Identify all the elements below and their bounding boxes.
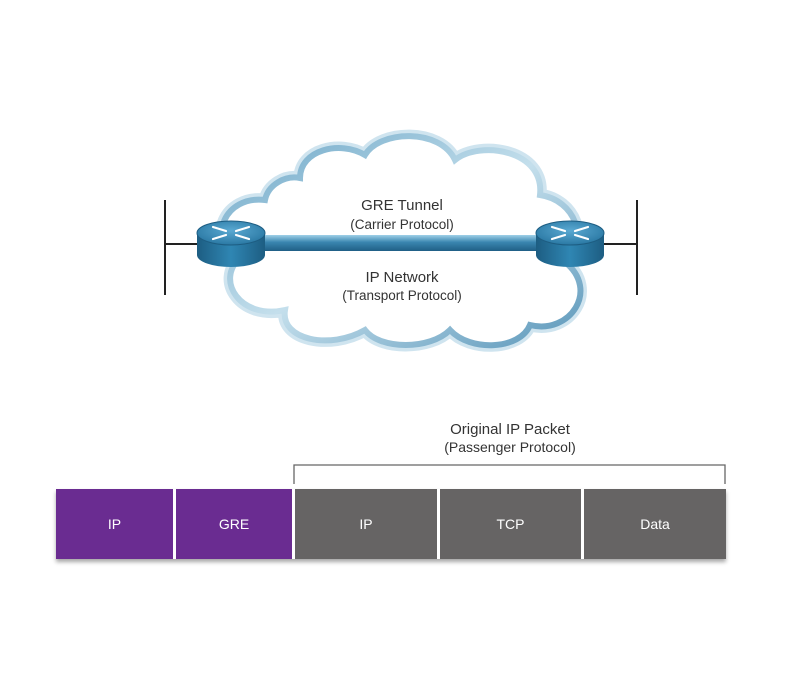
router-icon [535, 220, 605, 267]
ip-network-subtitle: (Transport Protocol) [342, 288, 462, 303]
passenger-bracket [293, 464, 726, 484]
right-network-endpoint [598, 200, 638, 295]
packet-segment-tcp: TCP [440, 489, 581, 559]
original-ip-packet-title: Original IP Packet [450, 421, 571, 438]
router-icon [196, 220, 266, 267]
segment-label: GRE [218, 516, 250, 532]
gre-tunnel-title: GRE Tunnel [361, 197, 443, 214]
packet-segment-outer-ip: IP [56, 489, 173, 559]
packet-segment-data: Data [584, 489, 726, 559]
packet-segment-gre: GRE [176, 489, 292, 559]
ip-network-title: IP Network [365, 269, 439, 286]
gre-tunnel-subtitle: (Carrier Protocol) [350, 217, 454, 232]
segment-label: Data [640, 516, 670, 532]
gre-tunnel-pipe [255, 235, 550, 251]
segment-label: TCP [496, 516, 525, 532]
segment-label: IP [359, 516, 373, 532]
gre-packet: IP GRE IP TCP Data [56, 489, 726, 559]
passenger-protocol-subtitle: (Passenger Protocol) [444, 439, 576, 455]
packet-segment-inner-ip: IP [295, 489, 437, 559]
segment-label: IP [107, 516, 122, 532]
